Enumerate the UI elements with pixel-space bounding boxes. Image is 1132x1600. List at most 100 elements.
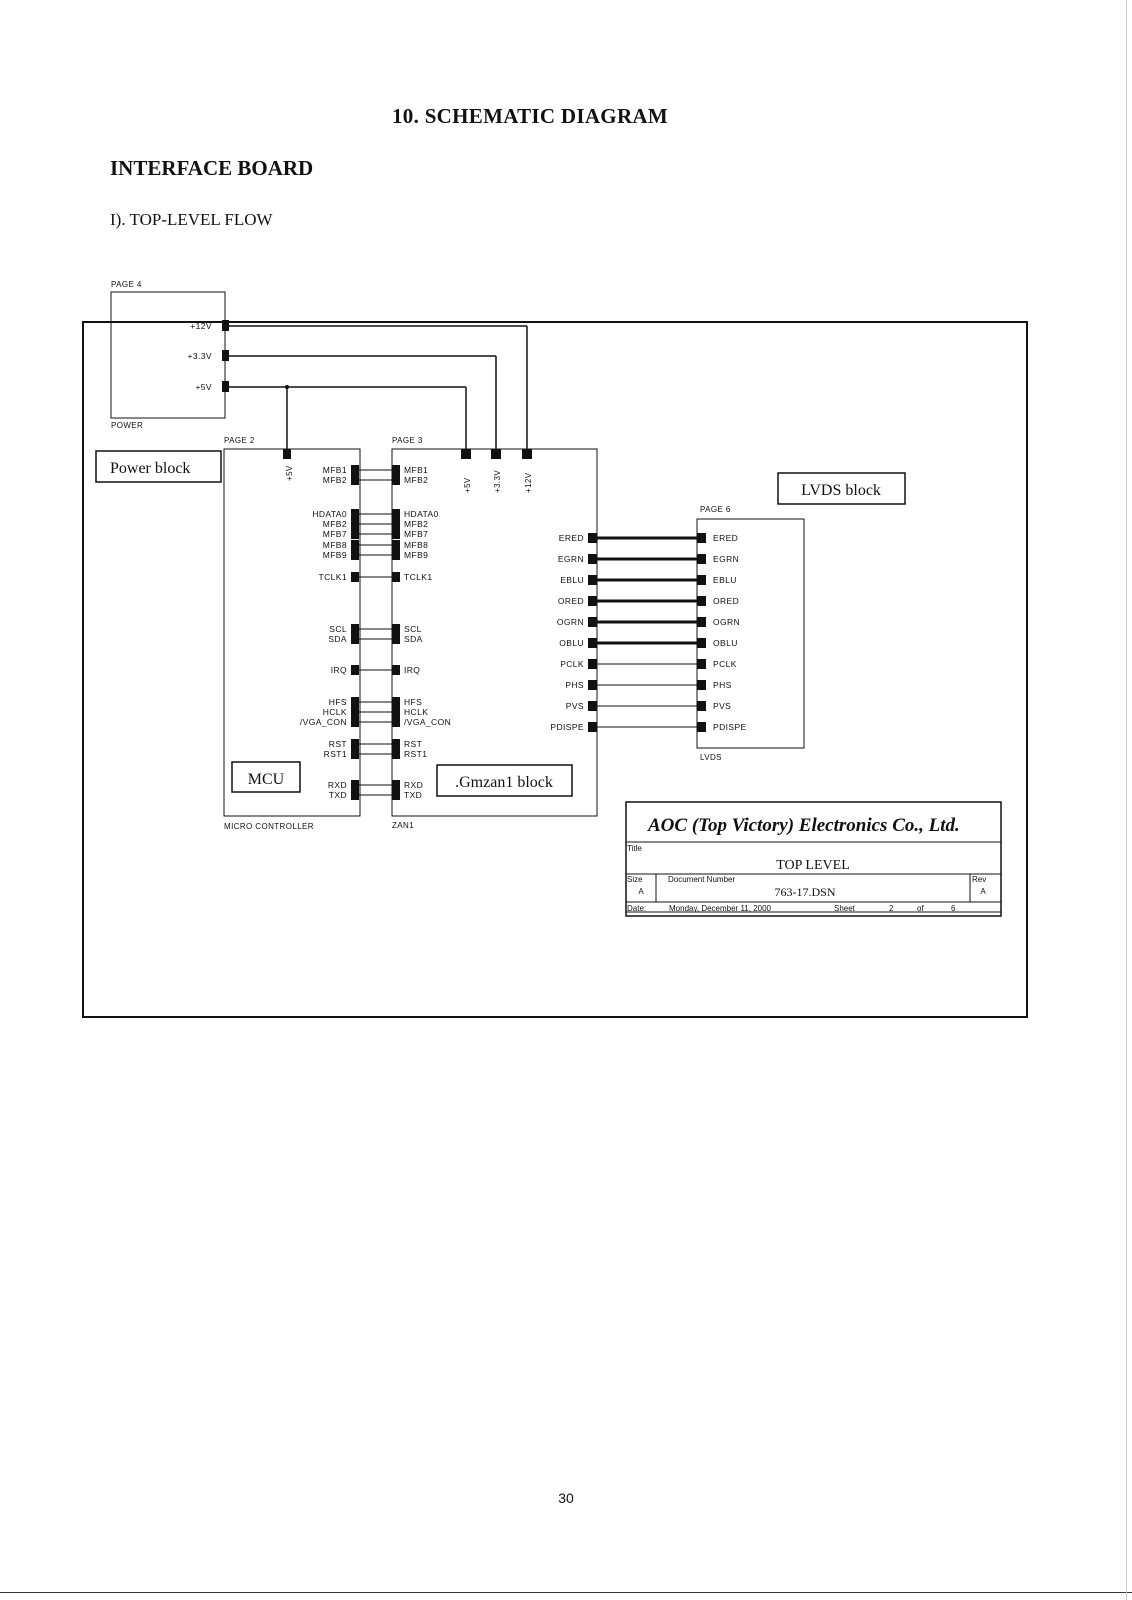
date-field-label: Date: xyxy=(627,904,646,913)
zan1-left-pin-tclk1-7 xyxy=(392,572,400,582)
zan1-left-pin-hfs-11 xyxy=(392,697,400,707)
zan1-left-pin-mfb1-0 xyxy=(392,465,400,475)
title-field-label: Title xyxy=(627,844,642,853)
mcu-pin-label-hdata0-2: HDATA0 xyxy=(312,509,347,519)
zan1-left-pin-label-txd-17: TXD xyxy=(404,790,422,800)
zan1-right-pin-label-pvs: PVS xyxy=(566,701,584,711)
mcu-pin-mfb2-1 xyxy=(351,475,359,485)
power-page-label: PAGE 4 xyxy=(111,280,142,289)
mcu-pin-label-plus-5v: +5V xyxy=(285,465,294,481)
zan1-right-pin-ered xyxy=(588,533,597,543)
sheet-border xyxy=(82,321,1028,1018)
power-block-label-box xyxy=(95,450,222,483)
lvds-pin-label-eblu: EBLU xyxy=(713,575,737,585)
title-block: AOC (Top Victory) Electronics Co., Ltd. T… xyxy=(625,801,1002,917)
zan1-left-pin-label-hclk-12: HCLK xyxy=(404,707,428,717)
section-heading: INTERFACE BOARD xyxy=(110,156,314,180)
lvds-pin-oblu xyxy=(697,638,706,648)
mcu-pin-rst1-15 xyxy=(351,749,359,759)
page-number: 30 xyxy=(558,1490,574,1506)
zan1-right-pin-label-ored: ORED xyxy=(558,596,584,606)
zan1-left-pin-sda-9 xyxy=(392,634,400,644)
lvds-name-label: LVDS xyxy=(700,753,722,762)
zan1-left-pin-hclk-12 xyxy=(392,707,400,717)
lvds-pin-label-pdispe: PDISPE xyxy=(713,722,747,732)
size-field-label: Size xyxy=(627,875,643,884)
title-field-value: TOP LEVEL xyxy=(776,858,850,873)
zan1-left-pin-label-hfs-11: HFS xyxy=(404,697,422,707)
mcu-pin-label-mfb7-4: MFB7 xyxy=(323,529,347,539)
lvds-block-label: LVDS block xyxy=(801,482,881,499)
zan1-block-label: .Gmzan1 block xyxy=(455,774,553,791)
lvds-pin-label-pvs: PVS xyxy=(713,701,731,711)
zan1-right-pin-label-pclk: PCLK xyxy=(560,659,584,669)
power-pin-label-3-3v: +3.3V xyxy=(188,351,212,361)
size-field-value: A xyxy=(638,887,644,896)
zan1-left-pin-txd-17 xyxy=(392,790,400,800)
zan1-pin-5v xyxy=(461,449,471,459)
mcu-pin-sda-9 xyxy=(351,634,359,644)
zan1-pin-3-3v xyxy=(491,449,501,459)
mcu-pin-label-txd-17: TXD xyxy=(329,790,347,800)
mcu-pin-label-sda-9: SDA xyxy=(328,634,347,644)
page-right-edge xyxy=(1126,0,1127,1600)
zan1-right-pin-oblu xyxy=(588,638,597,648)
zan1-left-pin-label-hdata0-2: HDATA0 xyxy=(404,509,439,519)
zan1-right-pin-egrn xyxy=(588,554,597,564)
mcu-pin-label-mfb8-5: MFB8 xyxy=(323,540,347,550)
lvds-pin-pclk xyxy=(697,659,706,669)
page-bottom-rule xyxy=(0,1592,1132,1593)
zan1-left-pin-label-mfb9-6: MFB9 xyxy=(404,550,428,560)
mcu-pin-label-mfb9-6: MFB9 xyxy=(323,550,347,560)
zan1-page-label: PAGE 3 xyxy=(392,436,423,445)
zan1-left-pin-label-mfb1-0: MFB1 xyxy=(404,465,428,475)
zan1-left-pin-label-mfb2-1: MFB2 xyxy=(404,475,428,485)
lvds-pin-label-ered: ERED xyxy=(713,533,738,543)
power-pin-3-3v xyxy=(222,350,229,361)
mcu-block-label: MCU xyxy=(248,771,285,788)
sheet-field-label: Sheet xyxy=(834,904,856,913)
zan1-left-pin-label-tclk1-7: TCLK1 xyxy=(404,572,432,582)
power-block-label: Power block xyxy=(110,460,190,477)
mcu-pin-mfb9-6 xyxy=(351,550,359,560)
wire-junction-plus-5v xyxy=(285,385,289,389)
mcu-pin-mfb7-4 xyxy=(351,529,359,539)
zan1-right-pin-label-ogrn: OGRN xyxy=(557,617,584,627)
zan1-right-pin-pdispe xyxy=(588,722,597,732)
lvds-pin-ered xyxy=(697,533,706,543)
lvds-pin-pdispe xyxy=(697,722,706,732)
zan1-pin-label-12v: +12V xyxy=(524,472,533,493)
mcu-page-label: PAGE 2 xyxy=(224,436,255,445)
power-pin-5v xyxy=(222,381,229,392)
title-block-frame xyxy=(625,801,1002,917)
zan1-left-pin-label-irq-10: IRQ xyxy=(404,665,420,675)
lvds-pin-label-oblu: OBLU xyxy=(713,638,738,648)
sheet-total-value: 6 xyxy=(951,904,956,913)
zan1-left-pin-hdata0-2 xyxy=(392,509,400,519)
mcu-pin-hfs-11 xyxy=(351,697,359,707)
document-title: 10. SCHEMATIC DIAGRAM xyxy=(392,104,668,128)
lvds-pin-eblu xyxy=(697,575,706,585)
zan1-left-pin-label-rst-14: RST xyxy=(404,739,422,749)
zan1-left-pin-vga-con-13 xyxy=(392,717,400,727)
mcu-pin-label-hclk-12: HCLK xyxy=(323,707,347,717)
mcu-pin-label-rst1-15: RST1 xyxy=(324,749,347,759)
mcu-pin-hclk-12 xyxy=(351,707,359,717)
mcu-pin-rst-14 xyxy=(351,739,359,749)
mcu-pin-mfb8-5 xyxy=(351,540,359,550)
schematic-wires xyxy=(229,325,697,796)
lvds-pin-ored xyxy=(697,596,706,606)
schematic-frames xyxy=(82,291,1028,1018)
mcu-block-label-box xyxy=(231,761,301,793)
mcu-pin-label-mfb1-0: MFB1 xyxy=(323,465,347,475)
mcu-pin-label-tclk1-7: TCLK1 xyxy=(319,572,347,582)
lvds-pin-egrn xyxy=(697,554,706,564)
document-number-value: 763-17.DSN xyxy=(774,885,835,899)
zan1-left-pin-irq-10 xyxy=(392,665,400,675)
mcu-pin-label-mfb2-1: MFB2 xyxy=(323,475,347,485)
mcu-pin-hdata0-2 xyxy=(351,509,359,519)
rev-field-value: A xyxy=(980,887,986,896)
company-name: AOC (Top Victory) Electronics Co., Ltd. xyxy=(647,815,960,836)
mcu-pin-txd-17 xyxy=(351,790,359,800)
